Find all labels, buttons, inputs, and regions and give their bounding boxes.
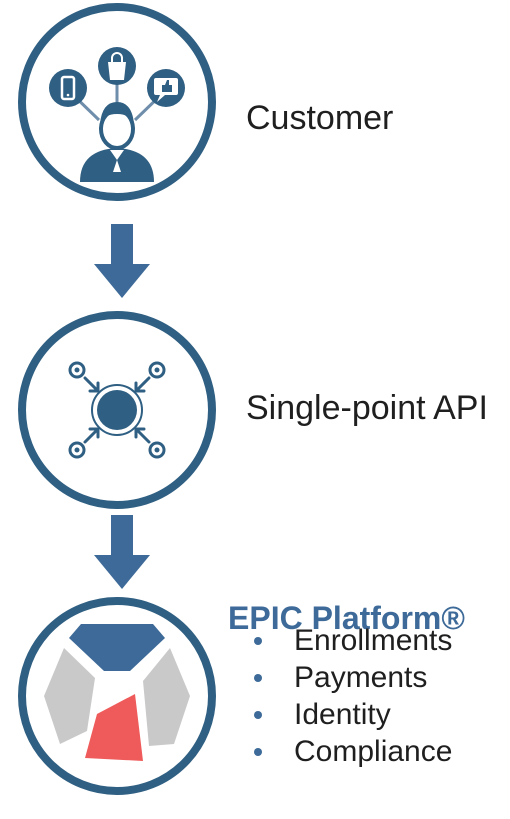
feature-item: Identity <box>254 696 452 733</box>
feature-item: Enrollments <box>254 622 452 659</box>
customer-circle <box>17 2 217 202</box>
customer-devices-icon <box>18 3 216 201</box>
api-circle <box>17 310 217 510</box>
platform-feature-list: Enrollments Payments Identity Compliance <box>254 622 452 770</box>
hub-network-icon <box>18 311 216 509</box>
bullet-icon <box>254 637 262 645</box>
platform-title: EPIC Platform® <box>228 600 465 636</box>
feature-label: Payments <box>294 661 428 694</box>
feature-label: Compliance <box>294 735 453 768</box>
epic-circle <box>17 596 217 796</box>
epic-logo-icon <box>18 597 216 795</box>
down-arrow-icon <box>94 224 150 298</box>
feature-label: Identity <box>294 698 391 731</box>
step-label-api: Single-point API <box>246 389 488 427</box>
feature-item: Compliance <box>254 733 452 770</box>
feature-label: Enrollments <box>294 624 453 657</box>
feature-item: Payments <box>254 659 452 696</box>
bullet-icon <box>254 674 262 682</box>
step-label-customer: Customer <box>246 99 394 137</box>
bullet-icon <box>254 711 262 719</box>
down-arrow-icon <box>94 515 150 589</box>
bullet-icon <box>254 748 262 756</box>
